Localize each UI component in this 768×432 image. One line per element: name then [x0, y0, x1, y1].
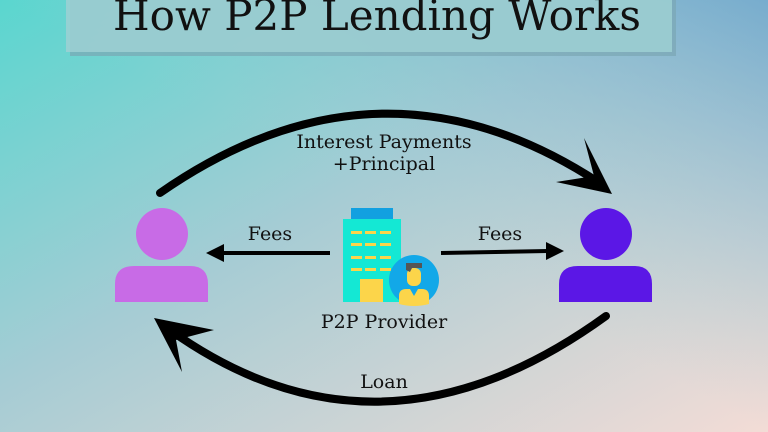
arrow-icon [556, 138, 612, 194]
lender-person-icon [115, 208, 208, 302]
interest-label-2: +Principal [333, 153, 435, 175]
arrow-icon [206, 244, 224, 262]
fees-right-label: Fees [478, 223, 522, 245]
advisor-icon [389, 255, 439, 306]
fees-left-label: Fees [248, 223, 292, 245]
loan-arrow [166, 312, 610, 406]
provider-label: P2P Provider [321, 311, 448, 333]
page-title: How P2P Lending Works [113, 0, 641, 40]
title-box [66, 0, 672, 52]
interest-label-1: Interest Payments [296, 131, 471, 153]
loan-label: Loan [360, 371, 408, 393]
interest-arrow [156, 109, 602, 197]
fees-right-arrow [440, 249, 549, 255]
arrow-icon [154, 318, 214, 372]
arrow-icon [546, 242, 564, 260]
borrower-person-icon [559, 208, 652, 302]
